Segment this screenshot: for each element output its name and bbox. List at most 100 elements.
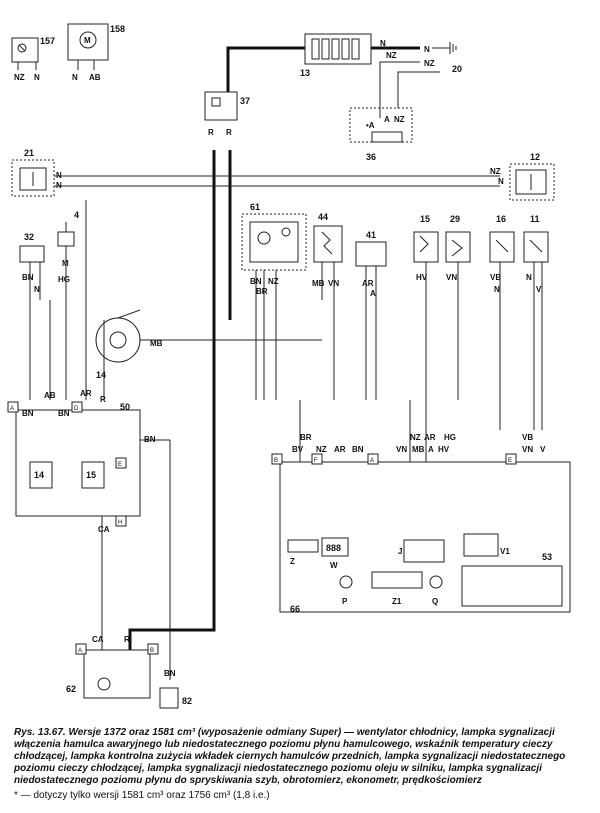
label-37: 37	[240, 96, 250, 106]
inner-label: Z1	[392, 597, 402, 606]
wire-label: BN	[22, 409, 34, 418]
wire-label: CA	[92, 635, 104, 644]
label-41: 41	[366, 230, 376, 240]
component-37-relay: 37 R R	[204, 91, 250, 137]
wire-label: A	[428, 445, 434, 454]
label-13: 13	[300, 68, 310, 78]
wire-label: NZ	[424, 59, 435, 68]
wire-label: VB	[522, 433, 533, 442]
component-82: BN 82	[159, 669, 192, 709]
component-66-instrument-panel: 66 Z 888 W J V1 P Z1 Q 53 B F A E BV BR …	[271, 433, 571, 614]
component-14-gauge: 14 MB	[95, 309, 163, 380]
wire-label: NZ	[490, 167, 501, 176]
wire-label: BR	[300, 433, 312, 442]
wire-label: BN	[58, 409, 70, 418]
label-15: 15	[420, 214, 430, 224]
component-21: 21 N N	[11, 148, 62, 197]
wire-label: VN	[446, 273, 457, 282]
wire-label: HV	[438, 445, 450, 454]
diode-14: 14	[34, 470, 44, 480]
label-66: 66	[290, 604, 300, 614]
label-21: 21	[24, 148, 34, 158]
wire-label: AR	[334, 445, 346, 454]
wire-label: BV	[292, 445, 304, 454]
component-157: 157 NZ N	[11, 36, 55, 82]
connector-tag: D	[74, 406, 79, 412]
label-82: 82	[182, 696, 192, 706]
wire-label: N	[34, 73, 40, 82]
component-44: 44 MB VN	[312, 212, 343, 288]
inner-label: V1	[500, 547, 510, 556]
wire-label: AB	[89, 73, 101, 82]
label-53: 53	[542, 552, 552, 562]
wire-label: VN	[522, 445, 533, 454]
component-16: 16 VB N	[489, 214, 515, 294]
svg-text:M: M	[84, 36, 91, 45]
component-50: 50 BN BN A D 14 15 E H BN CA	[7, 401, 156, 534]
inner-label: Z	[290, 557, 295, 566]
label-4: 4	[74, 210, 79, 220]
wire-label: A	[384, 115, 390, 124]
wire-label: R	[208, 128, 214, 137]
component-13-fuse-box: 13	[300, 33, 372, 78]
component-15: 15 HV	[413, 214, 439, 282]
wire-label: R	[226, 128, 232, 137]
wiring-diagram: 157 NZ N M 158 N AB 13 N N NZ 20	[7, 23, 571, 709]
diode-15: 15	[86, 470, 96, 480]
svg-text:•A: •A	[366, 121, 375, 130]
wire-label: BN	[22, 273, 34, 282]
component-4: 4 M HG	[57, 210, 79, 284]
label-50: 50	[120, 402, 130, 412]
wire-label: V	[536, 285, 542, 294]
label-11: 11	[530, 214, 540, 224]
label-158: 158	[110, 24, 125, 34]
label-44: 44	[318, 212, 328, 222]
inner-label: W	[330, 561, 338, 570]
label-36: 36	[366, 152, 376, 162]
connector-tag: A	[370, 458, 374, 464]
wire-label: N	[498, 177, 504, 186]
connector-tag: H	[118, 520, 122, 526]
caption-text: — wentylator chłodnicy, lampka sygnaliza…	[14, 727, 566, 786]
wire-label: VN	[396, 445, 407, 454]
wire-label: VB	[490, 273, 501, 282]
component-11: 11 N V	[523, 214, 549, 294]
wire-label: N	[424, 45, 430, 54]
component-61: 61 BN NZ BR	[241, 202, 307, 296]
wire-label: NZ	[14, 73, 25, 82]
wire-label: HV	[416, 273, 428, 282]
connector-tag: B	[150, 648, 154, 654]
label-16: 16	[496, 214, 506, 224]
wire-label: CA	[98, 525, 110, 534]
connector-tag: E	[118, 462, 122, 468]
label-157: 157	[40, 36, 55, 46]
wire-label: R	[100, 395, 106, 404]
connector-tag: E	[508, 458, 512, 464]
inner-label: J	[398, 547, 402, 556]
label-20: 20	[452, 64, 462, 74]
wire-label: NZ	[268, 277, 279, 286]
component-20-ground: N NZ 20	[424, 42, 462, 74]
wire-label: AR	[424, 433, 436, 442]
wire-label: NZ	[410, 433, 421, 442]
wire-label: HG	[444, 433, 456, 442]
label-29: 29	[450, 214, 460, 224]
component-41: 41 AR A	[355, 230, 387, 298]
wire-label: NZ	[386, 51, 397, 60]
wire-label: N	[72, 73, 78, 82]
label-62: 62	[66, 684, 76, 694]
label-32: 32	[24, 232, 34, 242]
connector-tag: B	[274, 458, 278, 464]
connector-tag: F	[314, 458, 318, 464]
wire-label: N	[34, 285, 40, 294]
component-158-motor: M 158 N AB	[67, 23, 125, 82]
component-12: 12 NZ N	[490, 152, 555, 201]
wire-label: MB	[150, 339, 163, 348]
wire-label: N	[380, 39, 386, 48]
wire-label: BN	[352, 445, 364, 454]
inner-label: P	[342, 597, 348, 606]
component-29: 29 VN	[445, 214, 471, 282]
wire-label: BN	[164, 669, 176, 678]
wire-label: MB	[412, 445, 425, 454]
label-14: 14	[96, 370, 106, 380]
